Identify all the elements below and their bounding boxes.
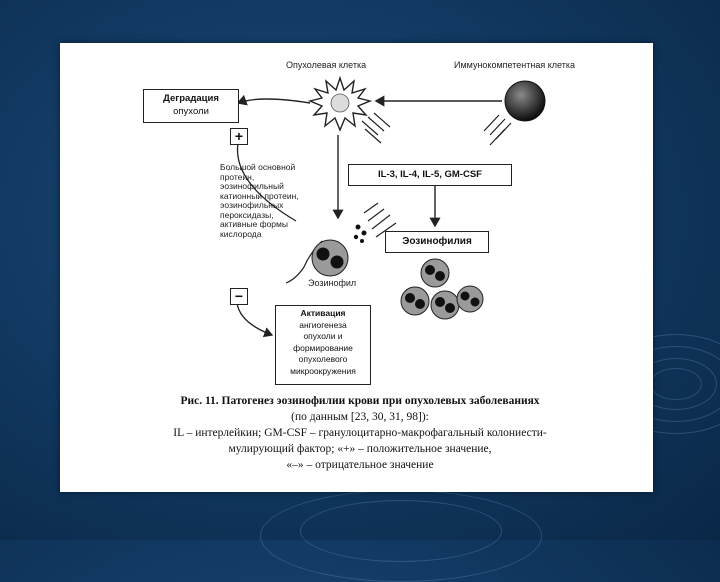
immune-cell-icon xyxy=(504,80,546,122)
pathogenesis-diagram: Опухолевая клетка Иммунокомпетентная кле… xyxy=(60,43,653,388)
eosinophilia-box: Эозинофилия xyxy=(385,231,489,253)
secretion-arrows-eosinophil xyxy=(363,202,397,238)
tumor-degradation-box: Деградация опухоли xyxy=(143,89,239,123)
tumor-cell-label: Опухолевая клетка xyxy=(286,60,367,70)
secretion-arrows-immune xyxy=(483,114,512,146)
eosinophilia-cells-icon xyxy=(400,258,484,320)
cytokines-box: IL-3, IL-4, IL-5, GM-CSF xyxy=(348,164,512,186)
caption-line-1: Рис. 11. Патогенез эозинофилии крови при… xyxy=(180,395,540,407)
tumor-cell-icon xyxy=(307,75,373,132)
diagram-arrows xyxy=(236,75,546,338)
mediators-text: Большой основной протеин, эозинофильный … xyxy=(220,162,299,239)
caption-line-3: IL – интерлейкин; GM-CSF – гранулоцитарн… xyxy=(173,427,547,439)
arrow-tumor-to-degradation xyxy=(236,94,311,106)
arrow-mediators-to-plus xyxy=(236,142,297,222)
arrow-minus-to-activation xyxy=(236,302,274,338)
caption-line-5: «–» – отрицательное значение xyxy=(286,459,434,471)
eosinophil-cell-icon xyxy=(311,239,349,277)
plus-sign: + xyxy=(230,128,248,145)
caption-line-4: мулирующий фактор; «+» – положительное з… xyxy=(228,443,492,455)
slide-card: Опухолевая клетка Иммунокомпетентная кле… xyxy=(60,43,653,492)
eosinophil-label: Эозинофил xyxy=(308,278,357,288)
activation-box: Активация ангиогенеза опухоли и формиров… xyxy=(275,305,371,385)
caption-line-2: (по данным [23, 30, 31, 98]): xyxy=(291,411,429,423)
secretion-arrows-tumor xyxy=(361,112,391,144)
eosinophil-granules xyxy=(353,224,367,243)
figure-caption: Рис. 11. Патогенез эозинофилии крови при… xyxy=(120,393,600,473)
minus-sign: − xyxy=(230,288,248,305)
immune-cell-label: Иммунокомпетентная клетка xyxy=(454,60,575,70)
